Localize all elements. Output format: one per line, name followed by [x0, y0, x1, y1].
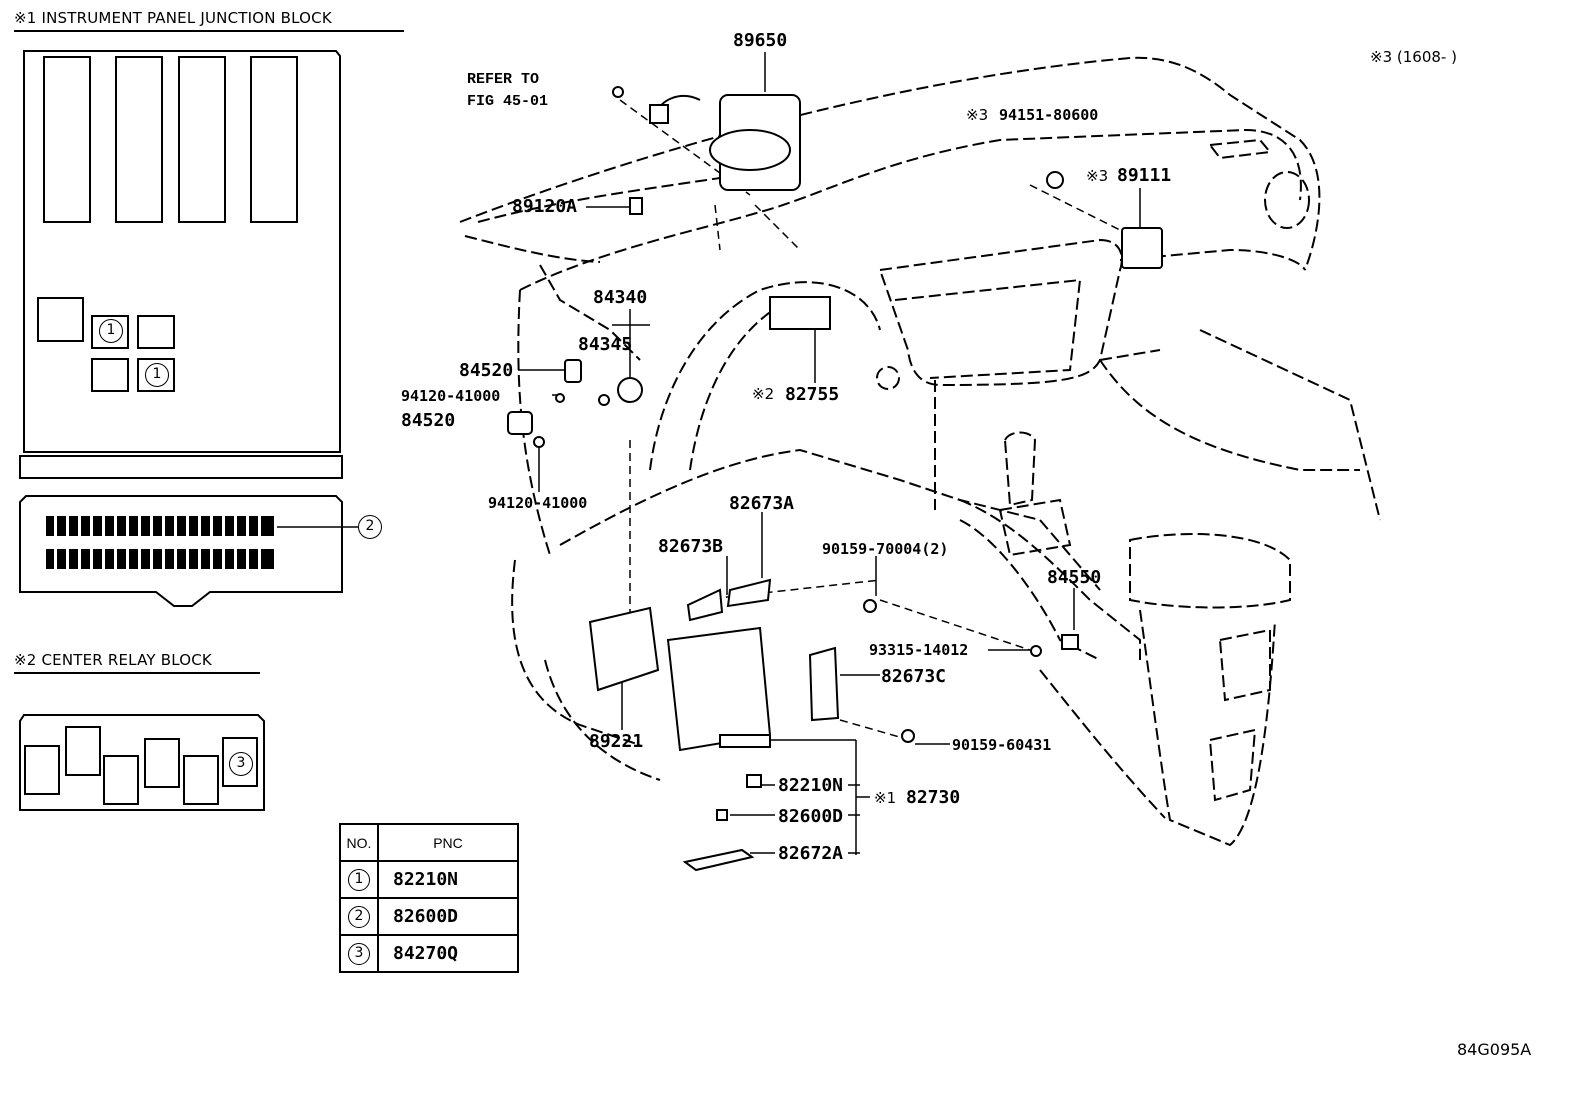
label-82730: 82730 [906, 787, 961, 808]
label-84340: 84340 [593, 287, 648, 308]
marker-2: 2 [358, 515, 382, 539]
header-no: NO. [339, 823, 379, 862]
label-90159-70004: 90159-70004(2) [822, 540, 949, 558]
row-pnc: 84270Q [377, 934, 519, 973]
label-84520-a: 84520 [459, 360, 514, 381]
label-94120-41000-a: 94120-41000 [401, 387, 501, 405]
label-82673C: 82673C [881, 666, 947, 687]
header-pnc: PNC [377, 823, 519, 862]
refer-line-1: REFER TO [467, 71, 540, 88]
junction-block-title: ※1 INSTRUMENT PANEL JUNCTION BLOCK [14, 9, 332, 27]
row-marker: 1 [348, 869, 370, 891]
label-82673A: 82673A [729, 493, 795, 514]
label-82600D: 82600D [778, 806, 844, 827]
label-82210N: 82210N [778, 775, 844, 796]
marker-3: 3 [229, 752, 253, 776]
refer-line-2: FIG 45-01 [467, 93, 549, 110]
table-row: 1 82210N [339, 860, 519, 899]
label-84345: 84345 [578, 334, 633, 355]
row-pnc: 82210N [377, 860, 519, 899]
row-marker: 3 [348, 943, 370, 965]
label-82672A: 82672A [778, 843, 844, 864]
label-93315-14012: 93315-14012 [869, 641, 969, 659]
label-94151-80600: 94151-80600 [999, 106, 1099, 124]
table-header-row: NO. PNC [339, 823, 519, 862]
marker-1-a: 1 [99, 319, 123, 343]
pnc-table: NO. PNC 1 82210N 2 82600D 3 84270Q [339, 823, 519, 973]
mark-3-a: ※3 [966, 106, 989, 124]
label-89650: 89650 [733, 30, 788, 51]
production-note: ※3 (1608- ) [1370, 48, 1457, 66]
table-row: 3 84270Q [339, 934, 519, 973]
label-89221: 89221 [589, 731, 644, 752]
label-82755: 82755 [785, 384, 840, 405]
marker-1-b: 1 [145, 363, 169, 387]
label-90159-60431: 90159-60431 [952, 736, 1052, 754]
row-pnc: 82600D [377, 897, 519, 936]
relay-block-title: ※2 CENTER RELAY BLOCK [14, 651, 212, 669]
table-row: 2 82600D [339, 897, 519, 936]
figure-code: 84G095A [1457, 1040, 1532, 1059]
row-marker: 2 [348, 906, 370, 928]
label-82673B: 82673B [658, 536, 724, 557]
label-94120-41000-b: 94120-41000 [488, 494, 588, 512]
mark-1: ※1 [874, 789, 897, 807]
label-84520-b: 84520 [401, 410, 456, 431]
mark-2: ※2 [752, 385, 775, 403]
label-89111: 89111 [1117, 165, 1172, 186]
mark-3-b: ※3 [1086, 167, 1109, 185]
label-89120A: 89120A [512, 196, 578, 217]
label-84550: 84550 [1047, 567, 1102, 588]
